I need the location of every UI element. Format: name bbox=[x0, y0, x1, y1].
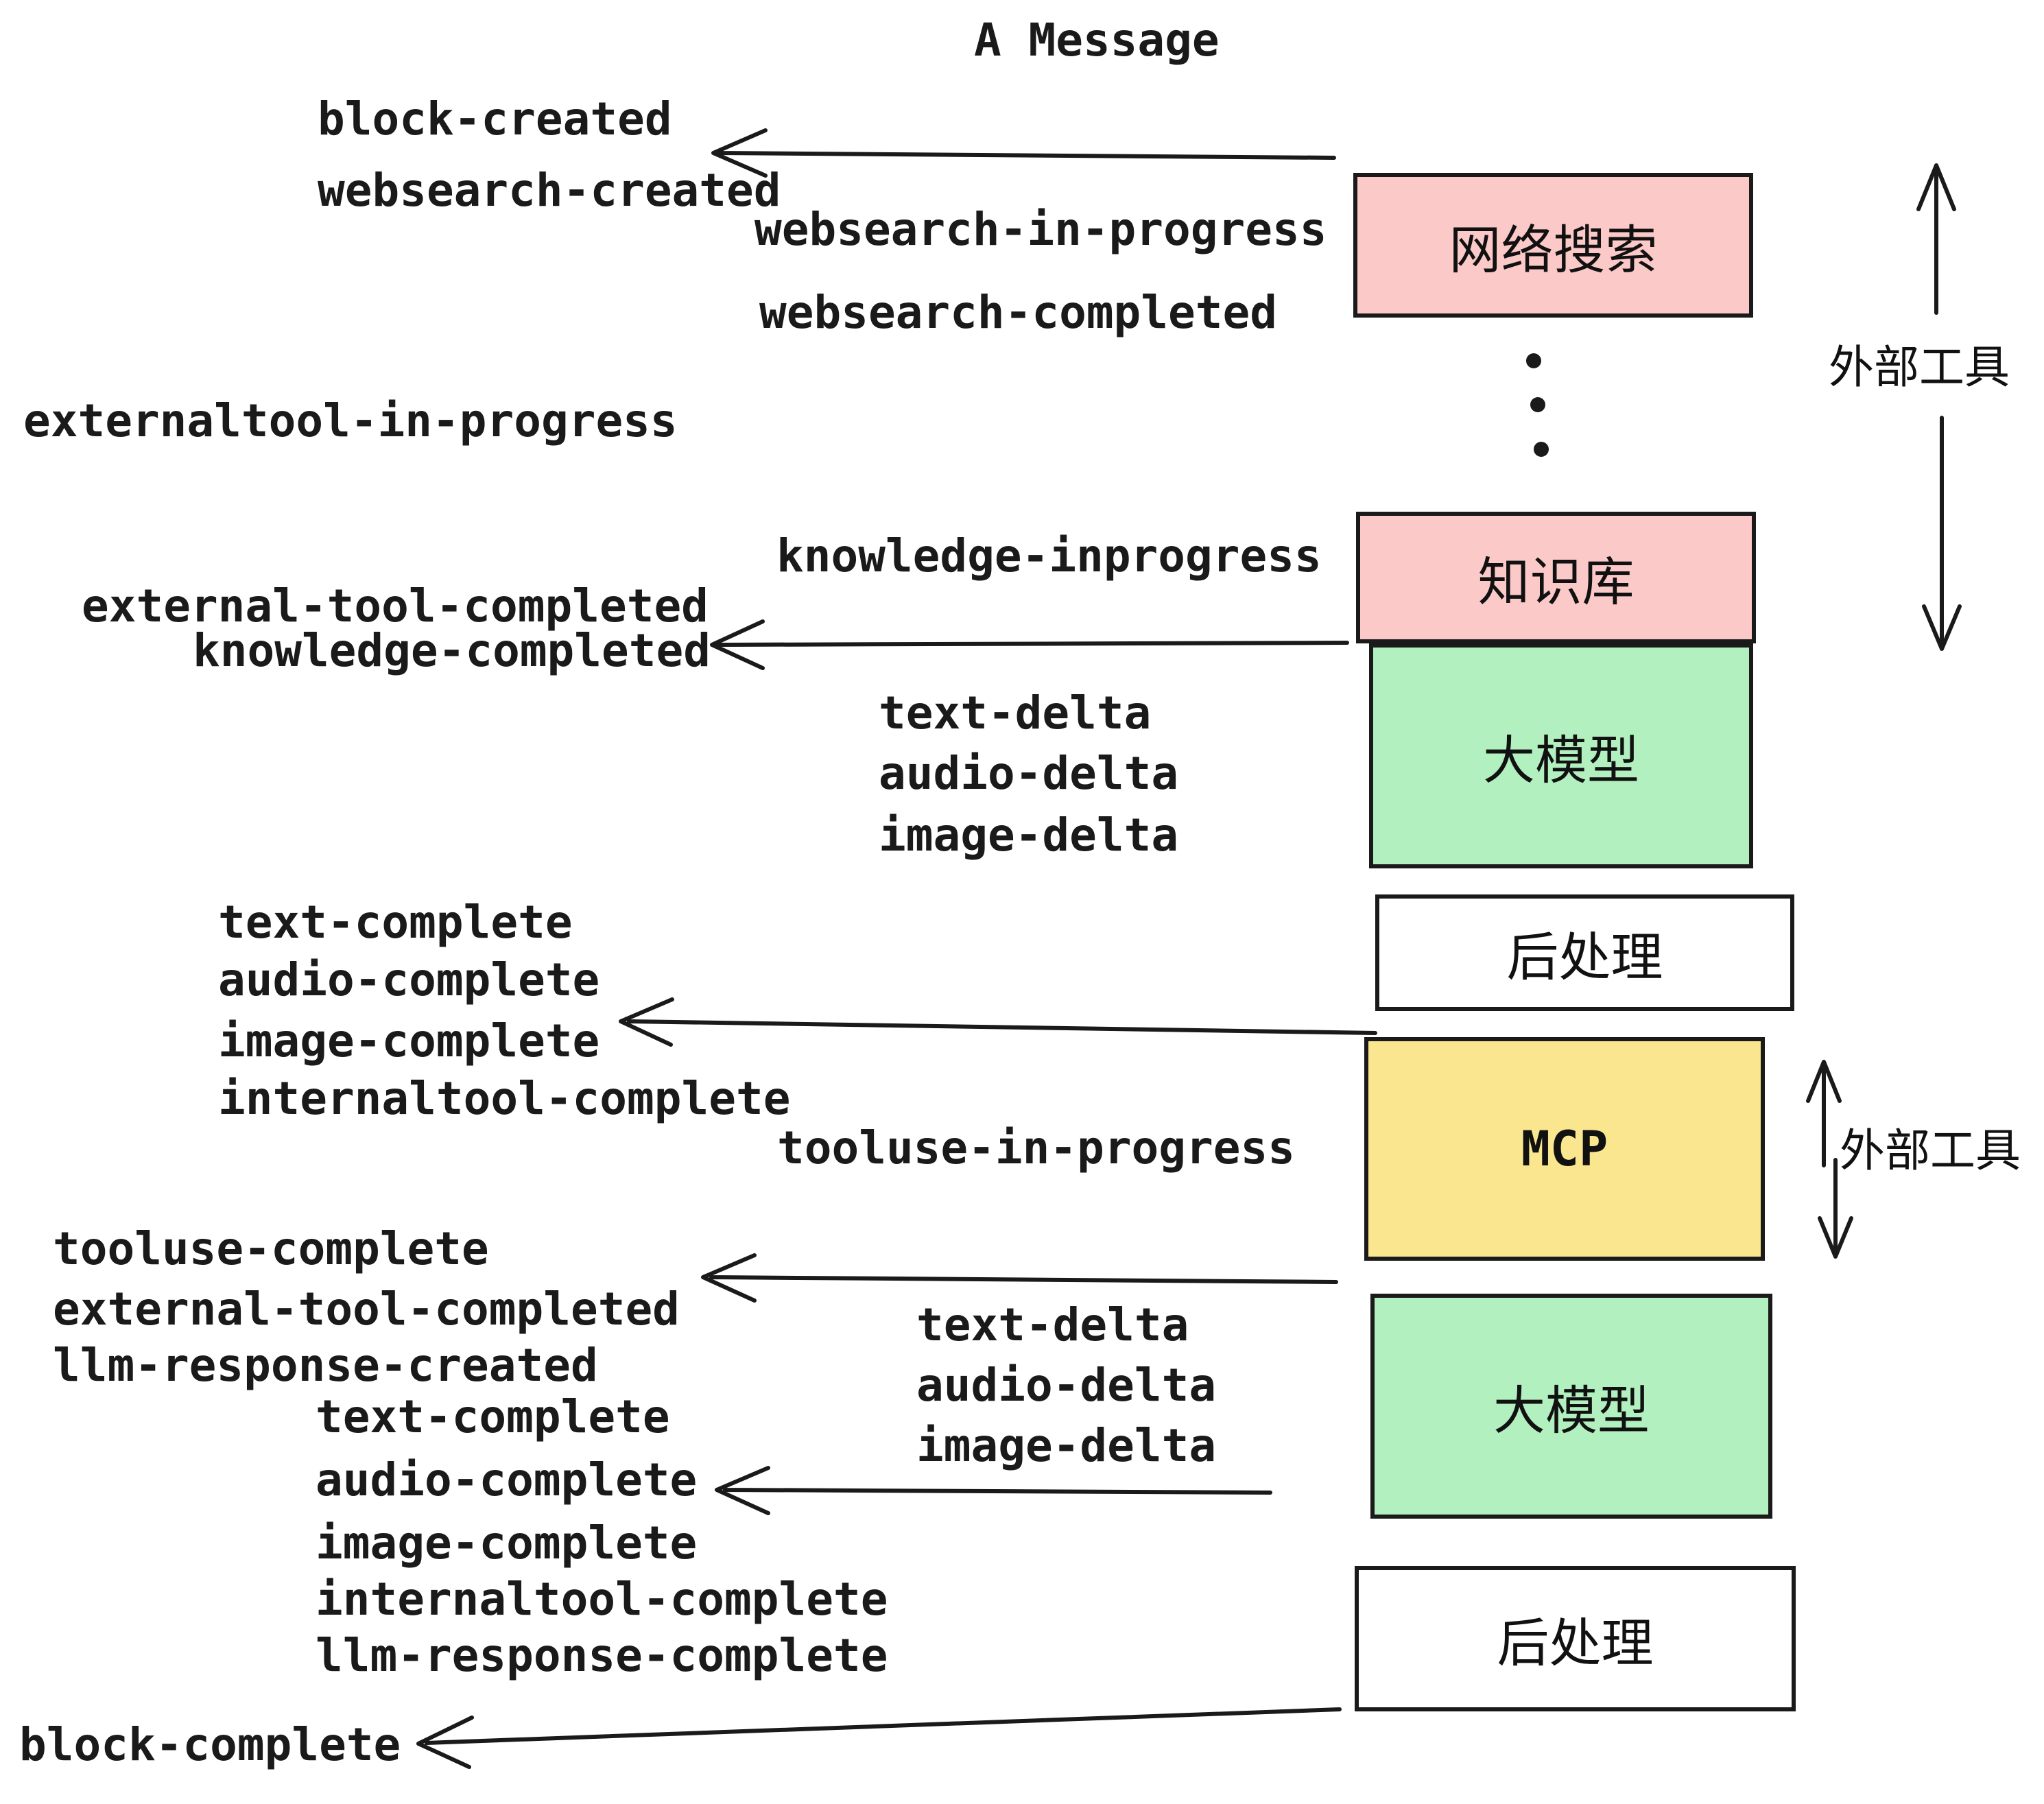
event-audio-complete-2: audio-complete bbox=[316, 1453, 698, 1506]
event-text-complete: text-complete bbox=[218, 896, 573, 949]
diagram-title: A Message bbox=[974, 14, 1220, 67]
event-websearch-completed: websearch-completed bbox=[759, 286, 1277, 339]
event-external-tool-completed-2: external-tool-completed bbox=[53, 1283, 680, 1336]
event-text-complete-2: text-complete bbox=[316, 1390, 670, 1443]
arrow-to-knowledge-completed bbox=[710, 619, 1349, 670]
event-image-delta-2: image-delta bbox=[916, 1419, 1217, 1472]
event-external-tool-completed: external-tool-completed bbox=[82, 580, 709, 632]
double-arrow-external-tools-top-down bbox=[1922, 416, 1962, 651]
event-websearch-created: websearch-created bbox=[318, 164, 781, 217]
event-llm-response-created: llm-response-created bbox=[53, 1339, 598, 1392]
double-arrow-external-tools-top-up bbox=[1916, 163, 1956, 315]
event-knowledge-completed: knowledge-completed bbox=[193, 624, 711, 677]
event-image-complete: image-complete bbox=[218, 1014, 600, 1067]
arrow-to-image-complete bbox=[619, 997, 1377, 1047]
box-mcp: MCP bbox=[1364, 1037, 1765, 1261]
event-audio-delta-2: audio-delta bbox=[916, 1359, 1217, 1412]
box-postprocess-2: 后处理 bbox=[1355, 1566, 1796, 1711]
event-llm-response-complete: llm-response-complete bbox=[316, 1629, 888, 1682]
box-websearch-label: 网络搜索 bbox=[1449, 221, 1658, 280]
box-llm-1-label: 大模型 bbox=[1483, 732, 1639, 790]
event-text-delta-2: text-delta bbox=[916, 1298, 1189, 1351]
double-arrow-external-tools-mcp-up bbox=[1806, 1060, 1842, 1167]
double-arrow-external-tools-mcp-down bbox=[1818, 1158, 1853, 1259]
box-websearch: 网络搜索 bbox=[1353, 173, 1753, 318]
event-externaltool-in-progress: externaltool-in-progress bbox=[23, 394, 678, 447]
event-block-created: block-created bbox=[318, 93, 672, 145]
event-audio-delta: audio-delta bbox=[879, 747, 1179, 800]
event-websearch-in-progress: websearch-in-progress bbox=[754, 203, 1327, 256]
event-internaltool-complete: internaltool-complete bbox=[218, 1072, 791, 1125]
ellipsis-dots bbox=[1526, 353, 1549, 457]
box-mcp-label: MCP bbox=[1521, 1121, 1608, 1177]
event-internaltool-complete-2: internaltool-complete bbox=[316, 1573, 888, 1626]
arrow-to-websearch-created bbox=[711, 128, 1336, 178]
event-text-delta: text-delta bbox=[879, 687, 1152, 739]
arrow-to-block-complete bbox=[416, 1707, 1342, 1769]
event-knowledge-inprogress: knowledge-inprogress bbox=[776, 530, 1322, 582]
arrow-to-external-tool-completed bbox=[701, 1253, 1338, 1303]
box-postprocess-1: 后处理 bbox=[1375, 894, 1794, 1011]
arrow-to-audio-complete bbox=[715, 1466, 1272, 1515]
event-image-complete-2: image-complete bbox=[316, 1517, 698, 1569]
box-postprocess-1-label: 后处理 bbox=[1506, 929, 1663, 987]
box-knowledge: 知识库 bbox=[1356, 512, 1756, 643]
event-audio-complete: audio-complete bbox=[218, 953, 600, 1006]
box-llm-2-label: 大模型 bbox=[1493, 1382, 1650, 1440]
event-image-delta: image-delta bbox=[879, 809, 1179, 862]
box-llm-2: 大模型 bbox=[1370, 1294, 1772, 1519]
side-label-external-tools-top: 外部工具 bbox=[1829, 342, 2010, 392]
box-postprocess-2-label: 后处理 bbox=[1497, 1615, 1654, 1673]
box-knowledge-label: 知识库 bbox=[1477, 554, 1635, 612]
side-label-external-tools-mcp: 外部工具 bbox=[1840, 1125, 2021, 1176]
event-tooluse-in-progress: tooluse-in-progress bbox=[777, 1121, 1295, 1174]
event-tooluse-complete: tooluse-complete bbox=[53, 1222, 489, 1275]
box-llm-1: 大模型 bbox=[1369, 643, 1753, 868]
event-block-complete: block-complete bbox=[19, 1718, 401, 1771]
